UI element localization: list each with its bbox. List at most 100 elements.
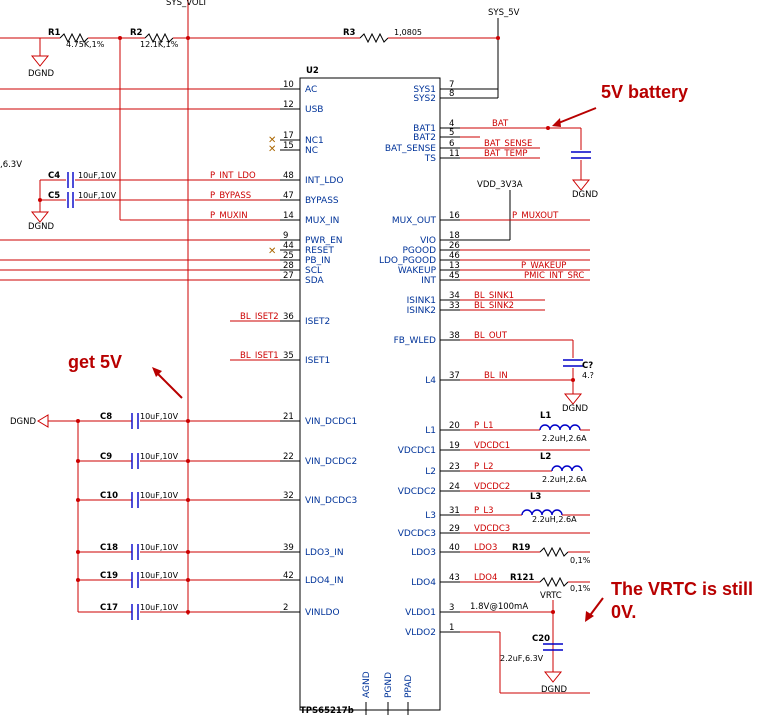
dgnd-label-c4c5: DGND	[28, 222, 54, 232]
pin-number: 32	[283, 491, 294, 501]
c18-ref: C18	[100, 543, 118, 553]
pin-number: 3	[449, 603, 454, 613]
c10-value: 10uF,10V	[140, 491, 179, 500]
pin-number: 1	[449, 623, 454, 633]
pin-name: MUX_OUT	[392, 216, 437, 226]
pin-number: 29	[449, 524, 460, 534]
c17-value: 10uF,10V	[140, 603, 179, 612]
pin-name: LDO4_IN	[305, 576, 344, 586]
pin-number: 44	[283, 241, 294, 251]
svg-text:✕: ✕	[268, 144, 276, 155]
p-muxout-label: P_MUXOUT	[512, 211, 559, 221]
pin-number: 22	[283, 452, 294, 462]
pin-number: 14	[283, 211, 294, 221]
l1-ref: L1	[540, 411, 551, 421]
p-l2-label: P_L2	[474, 462, 494, 472]
c-edge-value: 4.?	[582, 371, 594, 380]
pin-number: 47	[283, 191, 294, 201]
pin-name: BAT2	[413, 133, 436, 143]
pin-name: LDO3	[411, 548, 436, 558]
svg-text:✕: ✕	[268, 135, 276, 146]
pin-number: 10	[283, 80, 294, 90]
pin-name: PGND	[384, 672, 394, 698]
r121-ref: R121	[510, 573, 534, 583]
c8-value: 10uF,10V	[140, 412, 179, 421]
pin-number: 31	[449, 506, 460, 516]
pin-number: 48	[283, 171, 294, 181]
pin-name: BYPASS	[305, 196, 339, 206]
chip-body	[299, 77, 441, 711]
pin-name: VIN_DCDC1	[305, 417, 357, 427]
bl-iset1-label: BL_ISET1	[240, 351, 279, 361]
pin-number: 23	[449, 462, 460, 472]
p-wakeup-label: P_WAKEUP	[521, 261, 566, 271]
pin-name: FB_WLED	[394, 336, 436, 346]
ldo3-net-label: LDO3	[474, 543, 497, 553]
dgnd-label-vrtc: DGND	[541, 685, 567, 695]
battery-annotation: 5V battery	[601, 82, 688, 102]
annotation-arrows	[152, 107, 604, 622]
pin-name: PPAD	[404, 675, 414, 698]
pin-name: SCL	[305, 266, 322, 276]
pin-number: 19	[449, 441, 460, 451]
pin-number: 21	[283, 412, 294, 422]
p-l1-label: P_L1	[474, 421, 494, 431]
pin-number: 4	[449, 119, 454, 129]
pin-name: VLDO1	[405, 608, 436, 618]
pin-name: VIN_DCDC2	[305, 457, 357, 467]
c20-ref: C20	[532, 634, 550, 644]
c9-value: 10uF,10V	[140, 452, 179, 461]
top-resistor-network	[0, 0, 500, 615]
pin-name: SDA	[305, 276, 324, 286]
p-int-ldo-label: P_INT_LDO	[210, 171, 256, 181]
pin-number: 15	[283, 141, 294, 151]
pin-number: 9	[283, 231, 288, 241]
c9-ref: C9	[100, 452, 112, 462]
pin-number: 33	[449, 301, 460, 311]
pin-name: AGND	[362, 671, 372, 698]
c10-ref: C10	[100, 491, 118, 501]
pin-number: 24	[449, 482, 460, 492]
bl-sink2-label: BL_SINK2	[474, 301, 514, 311]
pin-number: 36	[283, 312, 294, 322]
pin-bottom-agnd: AGND	[362, 671, 372, 715]
dgnd-symbol-r1	[30, 55, 50, 67]
pin-number: 6	[449, 139, 454, 149]
c4-ref: C4	[48, 171, 60, 181]
dgnd-label-bat: DGND	[572, 190, 598, 200]
pin-number: 37	[449, 371, 460, 381]
pin-bottom-ppad: PPAD	[404, 675, 414, 715]
r19-value: 0,1%	[570, 556, 591, 565]
pin-name: VDCDC1	[398, 446, 436, 456]
sys-volt-net-label: SYS_VOLT	[166, 0, 208, 8]
bl-iset2-label: BL_ISET2	[240, 312, 279, 322]
p-bypass-label: P_BYPASS	[210, 191, 251, 201]
left-cut-value: ,6.3V	[0, 160, 22, 170]
pin-number: 35	[283, 351, 294, 361]
pin-name: RESET	[305, 246, 334, 256]
pin-name: AC	[305, 85, 317, 95]
right-wiring	[460, 88, 591, 694]
pin-name: BAT_SENSE	[385, 144, 436, 154]
ldo4-net-label: LDO4	[474, 573, 497, 583]
c-edge-ref: C?	[582, 361, 593, 371]
